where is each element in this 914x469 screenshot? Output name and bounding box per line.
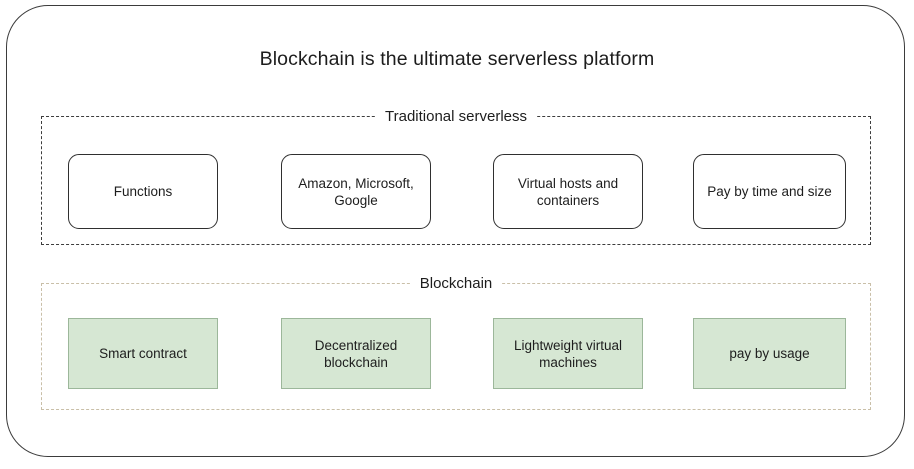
node-smart-contract[interactable]: Smart contract bbox=[68, 318, 218, 389]
node-virtual-hosts-and-containers[interactable]: Virtual hosts and containers bbox=[493, 154, 643, 229]
group-label-blockchain: Blockchain bbox=[410, 273, 502, 294]
group-label-traditional-serverless: Traditional serverless bbox=[376, 106, 536, 127]
clipped-text-artifact: — — —— — —— — — —— — — — —— — —— —— — — … bbox=[10, 462, 904, 469]
node-decentralized-blockchain[interactable]: Decentralized blockchain bbox=[281, 318, 431, 389]
node-lightweight-virtual-machines[interactable]: Lightweight virtual machines bbox=[493, 318, 643, 389]
node-pay-by-usage[interactable]: pay by usage bbox=[693, 318, 846, 389]
node-pay-by-time-and-size[interactable]: Pay by time and size bbox=[693, 154, 846, 229]
node-functions[interactable]: Functions bbox=[68, 154, 218, 229]
node-row-traditional: Functions Amazon, Microsoft, Google Virt… bbox=[42, 117, 870, 244]
node-row-blockchain: Smart contract Decentralized blockchain … bbox=[42, 284, 870, 409]
page-title: Blockchain is the ultimate serverless pl… bbox=[259, 48, 655, 70]
node-cloud-providers[interactable]: Amazon, Microsoft, Google bbox=[281, 154, 431, 229]
group-blockchain: Blockchain Smart contract Decentralized … bbox=[41, 273, 871, 410]
group-traditional-serverless: Traditional serverless Functions Amazon,… bbox=[41, 106, 871, 245]
